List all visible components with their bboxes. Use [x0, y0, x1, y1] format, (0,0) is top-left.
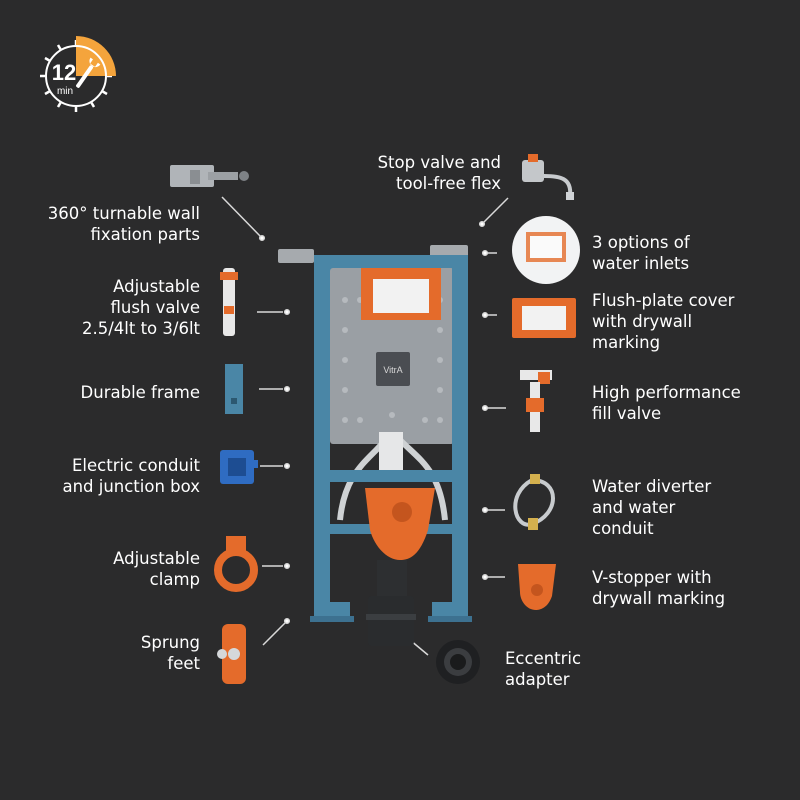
wall-fixation-icon: [170, 165, 249, 187]
frame-left-post: [314, 255, 330, 620]
label-wall-fixation: 360° turnable wall fixation parts: [47, 204, 200, 244]
fill-valve-icon: [520, 370, 552, 432]
v-stopper-installed: [365, 488, 435, 560]
label-stop-valve: Stop valve and tool-free flex: [377, 153, 501, 193]
drain-elbow: [368, 596, 414, 646]
installation-frame: VitrA: [278, 245, 472, 646]
frame-top-rail: [314, 255, 468, 271]
water-diverter-icon: [513, 474, 555, 530]
water-inlets-icon: [512, 216, 580, 284]
label-durable-frame: Durable frame: [80, 383, 200, 402]
frame-profile-icon: [225, 364, 243, 414]
timer-icon: 12 min: [40, 36, 116, 112]
timer-unit: min: [57, 86, 73, 97]
brand-logo: VitrA: [383, 365, 402, 375]
junction-box-icon: [220, 450, 258, 484]
label-adjustable-clamp: Adjustable clamp: [113, 549, 200, 589]
timer-value: 12: [52, 60, 76, 85]
wall-bracket-left: [278, 249, 314, 263]
leader-lines: [221, 196, 509, 656]
frame-cross-rail: [322, 470, 464, 482]
brand-plate: [376, 352, 410, 386]
foot-left: [314, 602, 350, 620]
foot-right: [432, 602, 468, 620]
label-flush-plate-cover: Flush-plate cover with drywall marking: [592, 291, 735, 352]
sprung-feet-icon: [217, 624, 246, 684]
label-electric-conduit: Electric conduit and junction box: [62, 456, 200, 496]
flush-pipe: [379, 432, 403, 472]
label-fill-valve: High performance fill valve: [592, 383, 741, 423]
timer-progress-wedge: [76, 36, 116, 76]
stop-valve-icon: [522, 154, 574, 200]
label-water-inlets: 3 options of water inlets: [592, 233, 690, 273]
frame-right-post: [452, 255, 468, 620]
flush-plate-cover-icon: [512, 298, 576, 338]
wrench-icon: [76, 57, 101, 88]
clamp-icon: [214, 536, 258, 592]
label-sprung-feet: Sprung feet: [140, 633, 200, 673]
label-flush-valve: Adjustable flush valve 2.5/4lt to 3/6lt: [81, 277, 200, 338]
eccentric-adapter-icon: [436, 640, 480, 684]
label-eccentric-adapter: Eccentric adapter: [505, 649, 582, 689]
flush-valve-icon: [220, 268, 238, 336]
label-water-diverter: Water diverter and water conduit: [592, 477, 712, 538]
label-v-stopper: V-stopper with drywall marking: [592, 568, 726, 608]
v-stopper-icon: [518, 564, 556, 610]
